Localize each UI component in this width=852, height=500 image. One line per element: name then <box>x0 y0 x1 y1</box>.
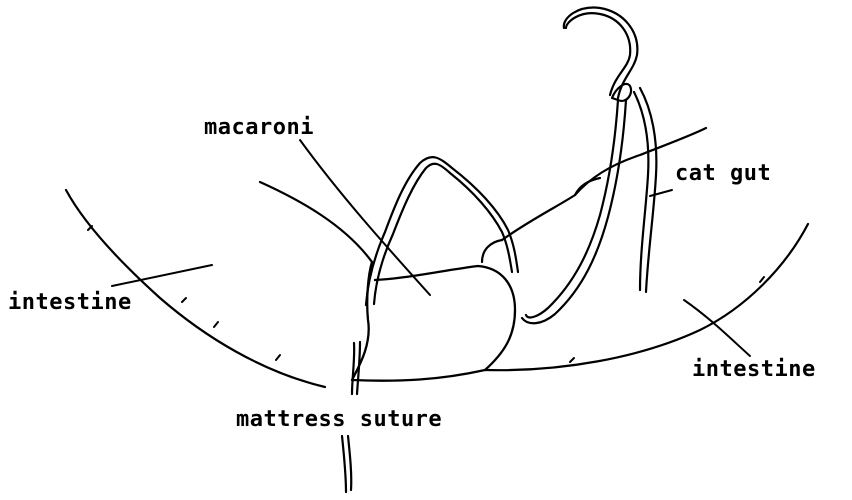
cat-gut-strand-right-outer <box>634 92 648 290</box>
leader-intestine-right <box>684 300 750 356</box>
mattress-suture-loop-inner <box>374 164 512 304</box>
label-intestine-left: intestine <box>8 290 132 315</box>
mattress-suture-loop-outer <box>366 157 518 305</box>
mattress-suture-strand-upper <box>352 342 360 394</box>
label-macaroni: macaroni <box>204 115 314 140</box>
cat-gut-strand-left-inner <box>522 100 626 323</box>
label-intestine-right: intestine <box>692 357 816 382</box>
cat-gut-strand-left-outer <box>526 100 618 317</box>
macaroni-top-edge <box>482 240 502 262</box>
label-cat-gut: cat gut <box>675 161 771 186</box>
left-upper-curve <box>260 182 372 262</box>
mattress-suture-strand-lower <box>342 436 351 492</box>
cat-gut-knot <box>612 84 631 101</box>
label-mattress-suture: mattress suture <box>236 407 442 432</box>
right-intestine-outline <box>485 224 808 370</box>
leader-cat-gut <box>650 190 672 196</box>
leader-macaroni <box>300 140 430 295</box>
cat-gut-hook-outer <box>566 13 630 95</box>
cat-gut-strand-right-inner <box>640 88 656 292</box>
left-intestine-outline <box>66 190 325 387</box>
right-intestine-wave <box>570 277 764 362</box>
